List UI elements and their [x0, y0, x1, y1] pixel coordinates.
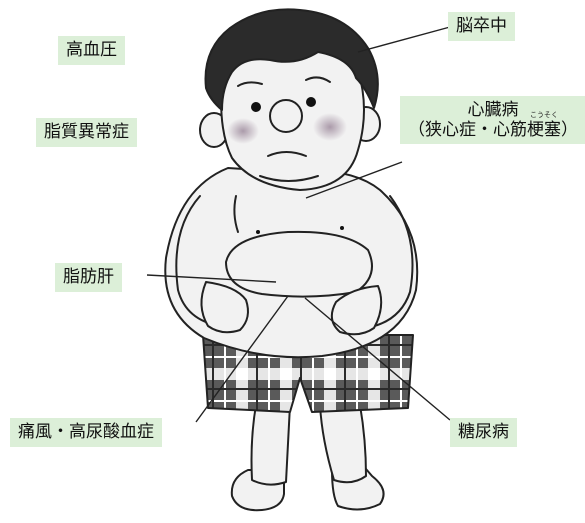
diabetes-leader-line [304, 297, 451, 421]
hypertension-label: 高血圧 [58, 36, 125, 65]
fatty-liver-label: 脂肪肝 [55, 263, 122, 292]
fatty-liver-leader-line [146, 274, 277, 283]
right-nipple [340, 226, 344, 230]
stroke-label: 脳卒中 [448, 12, 515, 41]
hair [204, 8, 379, 111]
mouth [267, 151, 307, 157]
left-nipple [256, 230, 260, 234]
left-leg [250, 404, 291, 486]
belly [225, 230, 373, 298]
stroke-leader-line [357, 26, 451, 53]
heart-disease-detail: （狭心症・心筋こうそく梗塞） [408, 111, 578, 140]
nose [269, 99, 303, 133]
chest-line [233, 195, 239, 233]
chin-line [259, 175, 319, 182]
heart-disease-title: 心臓病 [467, 100, 519, 120]
dyslipidemia-label: 脂質異常症 [36, 118, 137, 147]
left-eye [251, 102, 261, 112]
left-hand [200, 281, 249, 334]
right-arm [365, 195, 414, 329]
left-cheek [227, 118, 259, 144]
gout-leader-line [195, 295, 289, 423]
right-cheek [313, 113, 347, 141]
right-hand [330, 285, 383, 336]
heart-disease-ruby: こうそく [530, 111, 558, 119]
diabetes-label: 糖尿病 [450, 418, 517, 447]
right-eyebrow [305, 76, 331, 83]
left-eyebrow [237, 81, 263, 87]
heart-disease-label: 心臓病 （狭心症・心筋こうそく梗塞） [400, 96, 585, 144]
right-leg [319, 404, 367, 484]
gout-label: 痛風・高尿酸血症 [10, 418, 162, 447]
left-arm [175, 195, 221, 327]
heart-disease-leader-line [305, 161, 403, 199]
right-eye [306, 97, 316, 107]
